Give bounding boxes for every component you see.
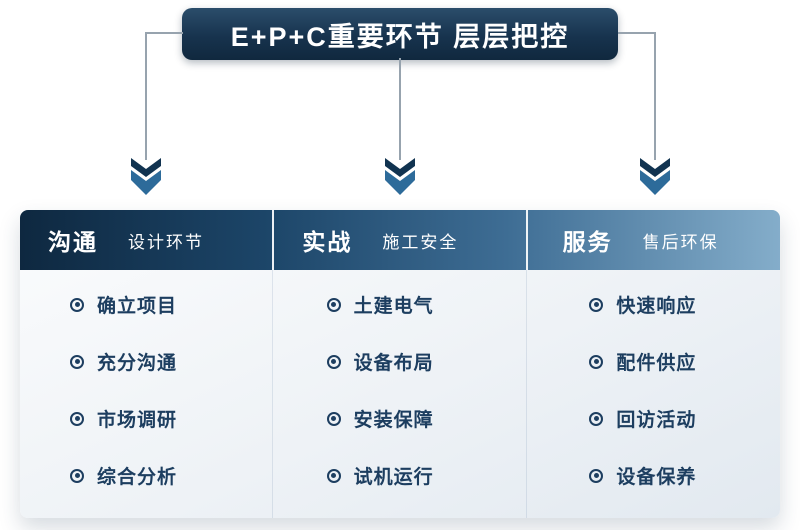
list-item: 快速响应 [589, 276, 780, 333]
column-header-practice: 实战 施工安全 [265, 210, 519, 270]
column-subtitle: 施工安全 [382, 232, 459, 252]
list-item-label: 设备布局 [353, 353, 434, 374]
bullseye-icon [326, 468, 341, 483]
connector-line-right-vertical [654, 32, 656, 160]
bullseye-icon [326, 411, 341, 426]
arrow-down-icon [129, 158, 163, 196]
list-item-label: 回访活动 [616, 410, 697, 431]
body-divider [526, 270, 527, 518]
column-list-communication: 确立项目 充分沟通 市场调研 综合分析 [20, 276, 261, 518]
bullseye-icon [589, 468, 604, 483]
connector-line-left-vertical [145, 32, 147, 160]
connector-line-left-horizontal [146, 32, 183, 34]
column-title: 实战 [302, 229, 353, 255]
list-item: 安装保障 [326, 390, 518, 447]
column-header-service: 服务 售后环保 [520, 210, 780, 270]
list-item: 市场调研 [70, 390, 261, 447]
list-item-label: 安装保障 [353, 410, 434, 431]
column-header-communication: 沟通 设计环节 [20, 210, 265, 270]
list-item: 试机运行 [326, 447, 518, 504]
list-item-label: 试机运行 [353, 467, 434, 488]
bullseye-icon [70, 297, 84, 312]
column-subtitle: 设计环节 [128, 232, 204, 252]
list-item: 综合分析 [70, 447, 261, 504]
panel-header: 沟通 设计环节 实战 施工安全 服务 售后环保 [20, 210, 780, 270]
bullseye-icon [589, 411, 604, 426]
list-item: 确立项目 [70, 276, 261, 333]
connector-line-right-horizontal [618, 32, 656, 34]
column-title: 服务 [562, 229, 613, 255]
list-item: 设备布局 [326, 333, 518, 390]
bullseye-icon [70, 411, 84, 426]
bullseye-icon [589, 354, 604, 369]
list-item-label: 确立项目 [97, 296, 178, 317]
column-list-service: 快速响应 配件供应 回访活动 设备保养 [517, 276, 780, 518]
list-item-label: 快速响应 [616, 296, 697, 317]
list-item-label: 充分沟通 [97, 353, 178, 374]
bullseye-icon [70, 468, 84, 483]
bullseye-icon [326, 297, 341, 312]
banner-title: E+P+C重要环节 层层把控 [230, 21, 570, 52]
connector-line-center-vertical [399, 58, 401, 160]
column-list-practice: 土建电气 设备布局 安装保障 试机运行 [261, 276, 518, 518]
list-item: 设备保养 [589, 447, 780, 504]
list-item: 土建电气 [326, 276, 518, 333]
column-title: 沟通 [48, 229, 98, 255]
list-item-label: 土建电气 [353, 296, 434, 317]
list-item-label: 配件供应 [616, 353, 697, 374]
list-item-label: 综合分析 [97, 467, 178, 488]
arrow-down-icon [383, 158, 417, 196]
panel-body: 确立项目 充分沟通 市场调研 综合分析 土建电气 [20, 270, 780, 518]
epc-panel: 沟通 设计环节 实战 施工安全 服务 售后环保 确立项目 [20, 210, 780, 518]
list-item-label: 设备保养 [616, 467, 697, 488]
list-item: 回访活动 [589, 390, 780, 447]
list-item-label: 市场调研 [97, 410, 178, 431]
column-subtitle: 售后环保 [642, 232, 719, 252]
header-divider [526, 210, 528, 270]
list-item: 配件供应 [589, 333, 780, 390]
bullseye-icon [326, 354, 341, 369]
list-item: 充分沟通 [70, 333, 261, 390]
bullseye-icon [70, 354, 84, 369]
body-divider [272, 270, 273, 518]
arrow-down-icon [638, 158, 672, 196]
bullseye-icon [589, 297, 604, 312]
banner: E+P+C重要环节 层层把控 [182, 8, 618, 60]
header-divider [272, 210, 274, 270]
